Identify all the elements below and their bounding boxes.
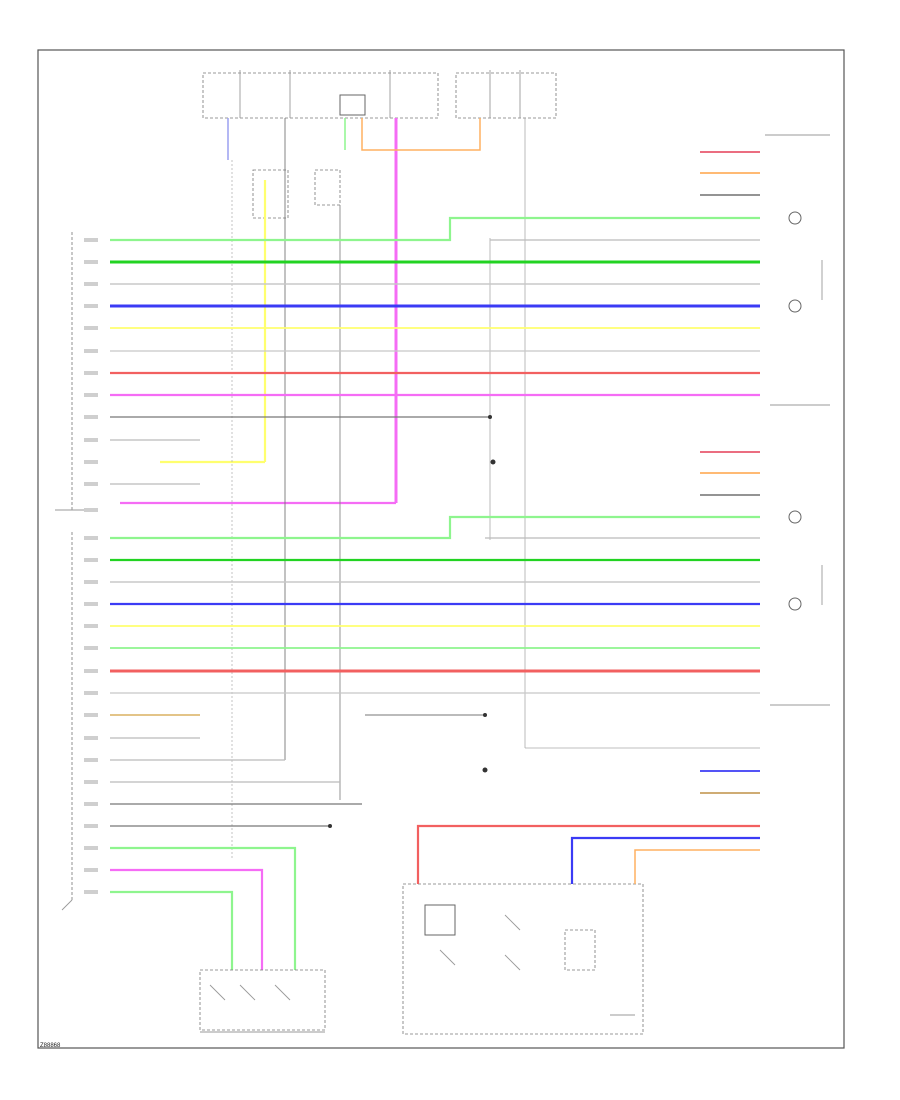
upper-harness — [110, 216, 760, 485]
vertical-feeds — [120, 118, 760, 860]
footer-code: Z88868 — [40, 1043, 61, 1049]
bottom-switch-module — [402, 824, 760, 1035]
bottom-left-switch-wires — [110, 846, 326, 1033]
diagram-frame — [37, 49, 845, 1049]
left-pin-marks — [84, 238, 98, 894]
mid-right-wires — [700, 451, 830, 706]
top-right-wires — [700, 134, 830, 406]
top-fuse-boxes — [202, 70, 557, 219]
lower-harness — [110, 515, 760, 828]
lower-right-wires — [700, 747, 760, 794]
left-modules — [55, 232, 90, 911]
